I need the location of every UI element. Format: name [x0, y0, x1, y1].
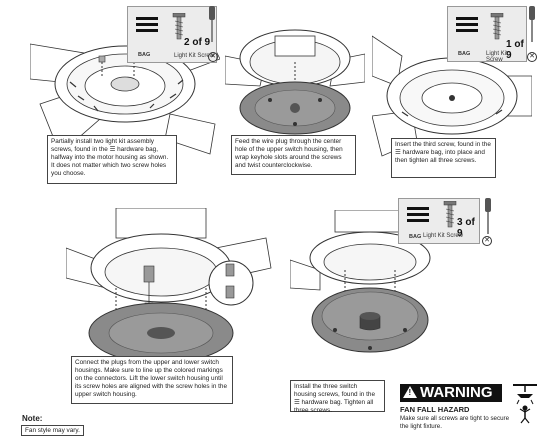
screwdriver-icon: [485, 198, 491, 234]
screw-icon: [172, 13, 186, 40]
screw-icon: [443, 201, 457, 228]
bag-label: BAG: [458, 51, 471, 57]
hardware-bag-icon: [407, 207, 429, 225]
hardware-bag-icon: [456, 17, 478, 35]
step-panel-5: [290, 210, 440, 400]
note-text: Fan style may vary.: [21, 425, 84, 436]
step-panel-4: [66, 208, 288, 404]
hardware-bag-icon: [136, 17, 158, 35]
motor-housing-illustration: [372, 35, 532, 157]
plug-connection-illustration: [66, 208, 272, 364]
hazard-text: Make sure all screws are tight to secure…: [400, 415, 510, 430]
circle-x-icon: ✕: [208, 52, 218, 62]
warning-triangle-icon: !: [403, 386, 417, 398]
switch-housing-illustration: [225, 29, 365, 135]
step-3-instruction: Insert the third screw, found in the ☰ h…: [391, 138, 496, 178]
screwdriver-icon: [529, 6, 535, 42]
screwdriver-icon: [209, 6, 215, 42]
bag-label: BAG: [409, 234, 422, 240]
lower-switch-housing-illustration: [290, 210, 431, 353]
quantity-count: 1 of 9: [506, 39, 524, 61]
hardware-bag-badge-3: 3 of 9 BAG Light Kit Screw: [398, 198, 480, 244]
warning-box: !WARNING FAN FALL HAZARD Make sure all s…: [400, 384, 538, 442]
kit-label: Light Kit Screw: [486, 51, 508, 63]
step-4-instruction: Connect the plugs from the upper and low…: [71, 356, 233, 404]
step-panel-2: [225, 16, 365, 196]
hazard-title: FAN FALL HAZARD: [400, 405, 470, 414]
step-1-instruction: Partially install two light kit assembly…: [47, 135, 177, 184]
hardware-bag-badge-1: 2 of 9 BAG Light Kit Screw: [127, 6, 217, 63]
quantity-count: 3 of 9: [457, 217, 475, 239]
bag-label: BAG: [138, 52, 151, 58]
quantity-count: 2 of 9: [184, 37, 211, 48]
kit-label: Light Kit Screw: [423, 233, 464, 239]
hardware-bag-badge-2: 1 of 9 BAG Light Kit Screw: [447, 6, 527, 63]
kit-label: Light Kit Screw: [174, 53, 215, 59]
warning-heading-bar: !WARNING: [400, 384, 502, 402]
circle-x-icon: ✕: [527, 52, 537, 62]
step-5-instruction: Install the three switch housing screws,…: [290, 380, 385, 414]
note-title: Note:: [22, 414, 43, 423]
warning-heading: WARNING: [420, 384, 493, 401]
step-panel-3: [372, 16, 532, 196]
step-2-instruction: Feed the wire plug through the center ho…: [231, 135, 356, 175]
screw-icon: [490, 13, 504, 40]
fan-fall-icon: [513, 384, 537, 424]
circle-x-icon: ✕: [482, 236, 492, 246]
